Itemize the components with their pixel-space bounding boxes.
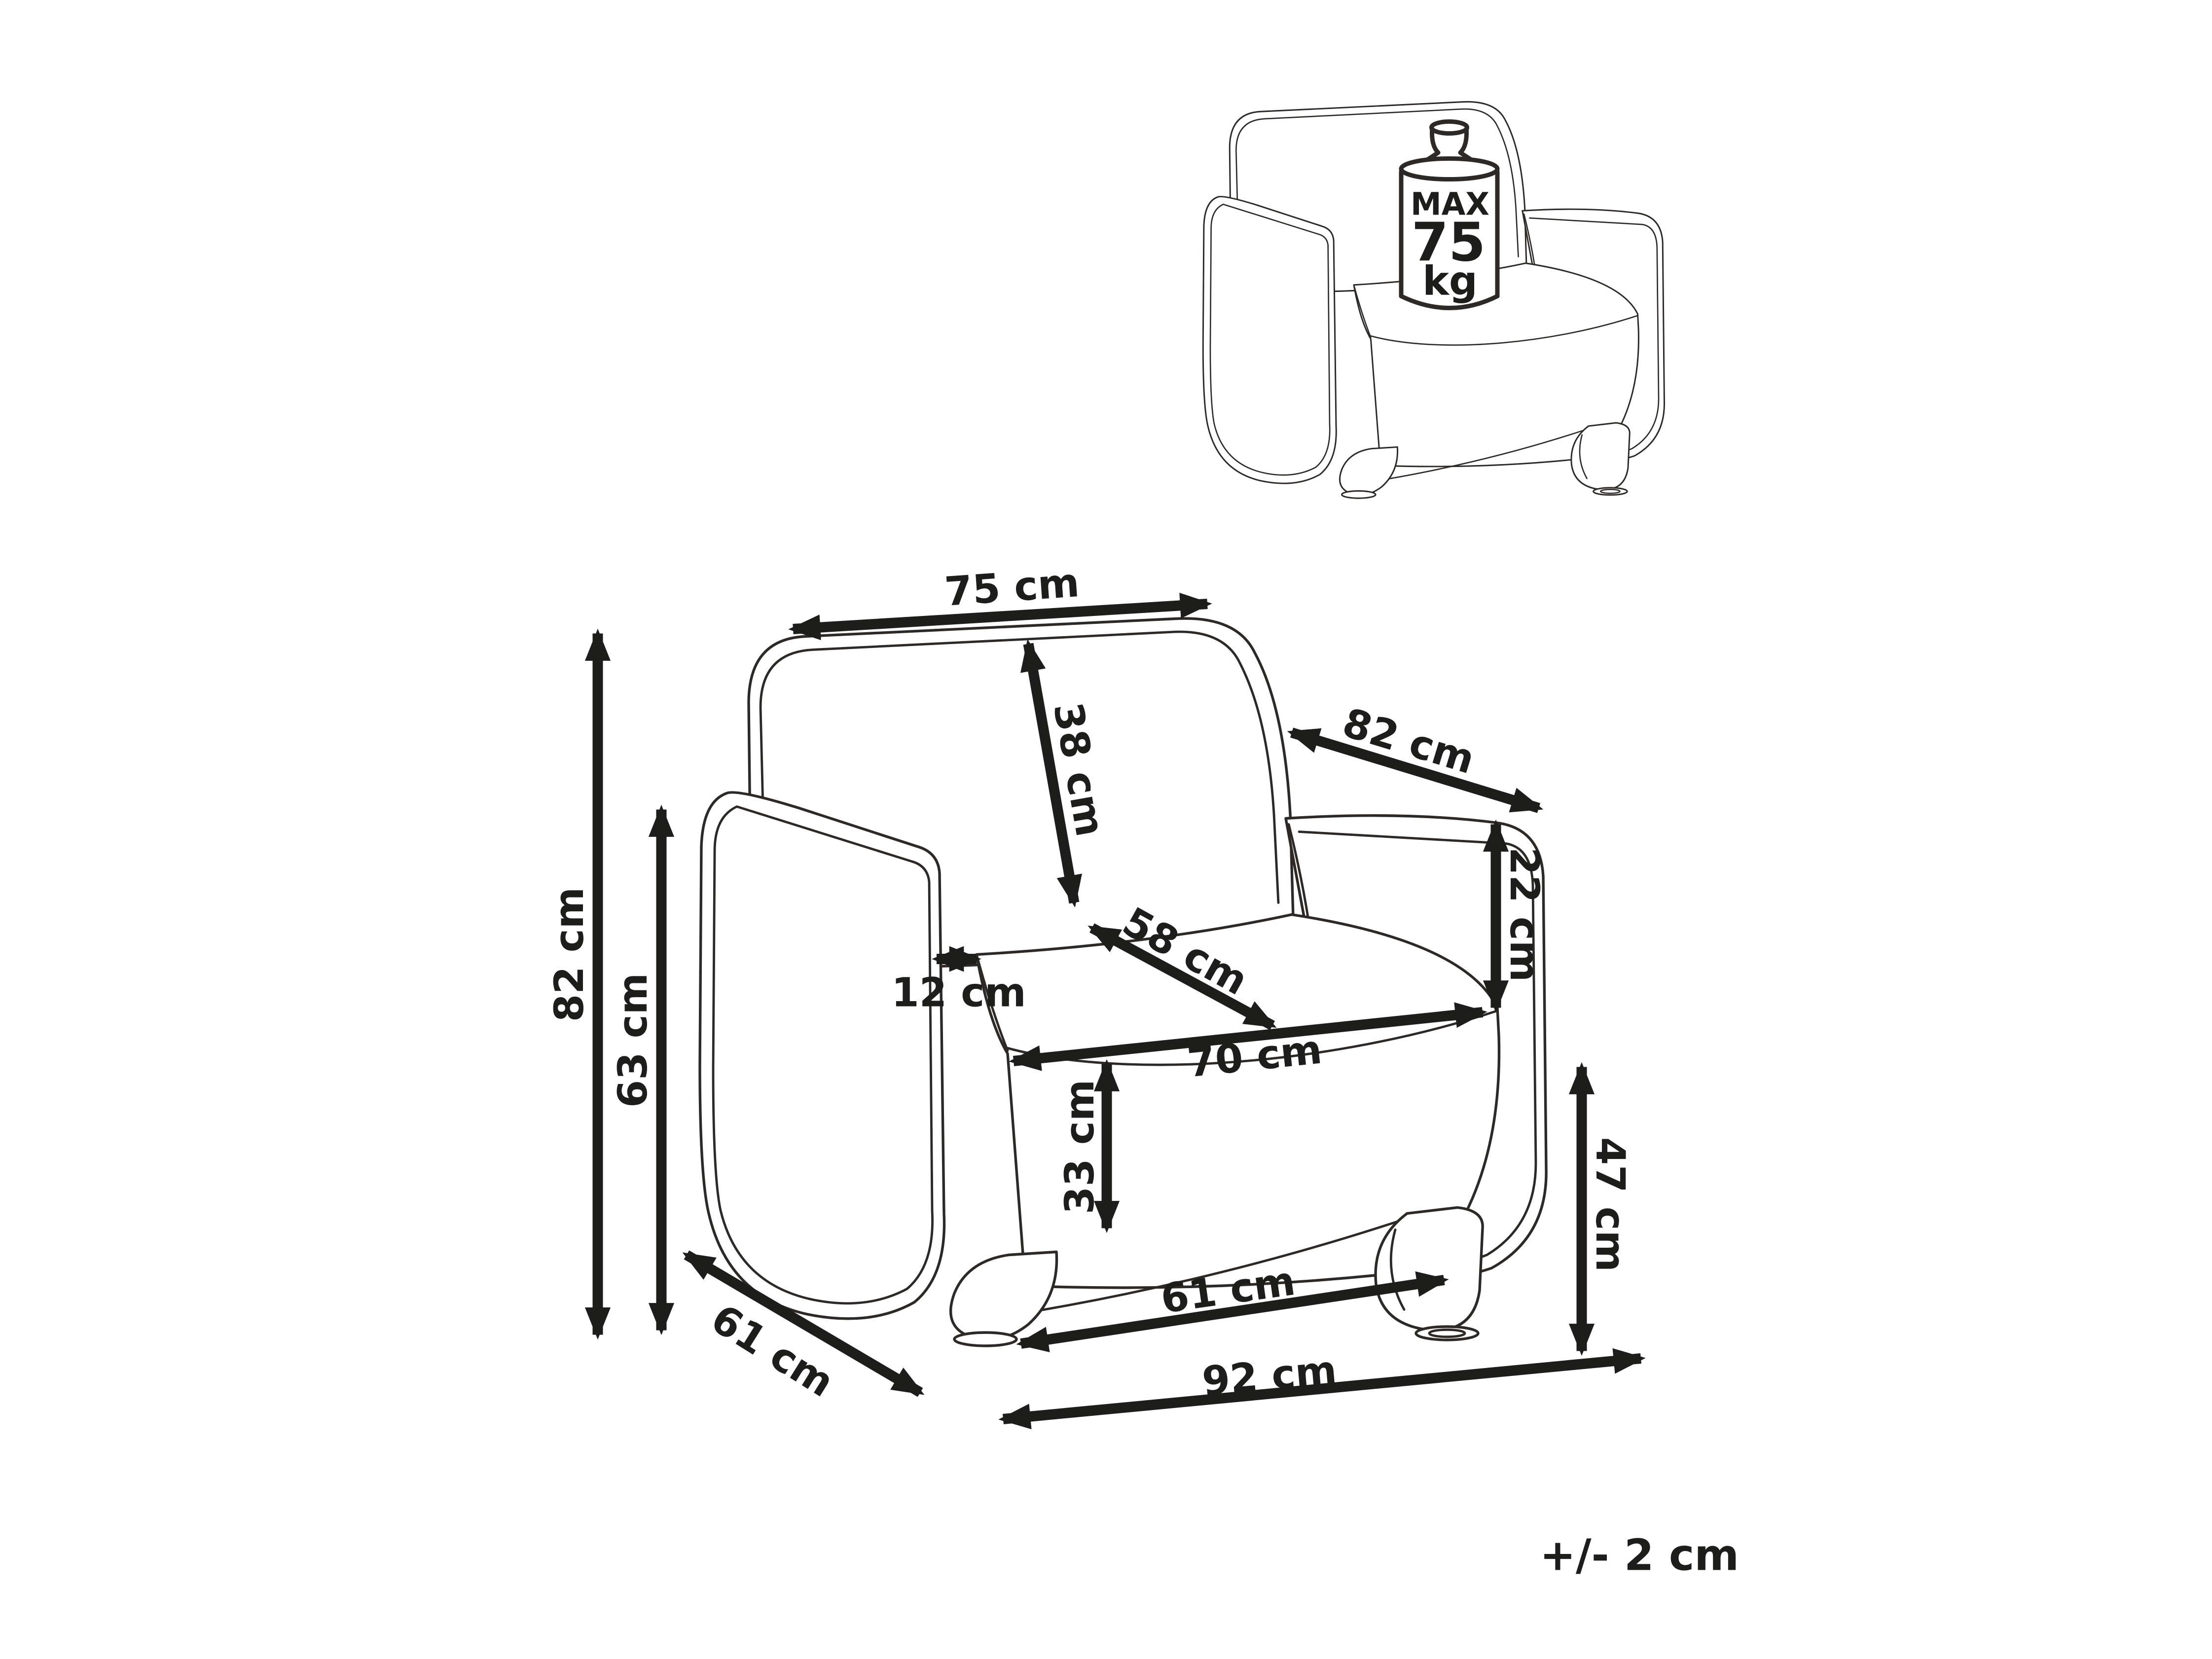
dim-overall-width: 92 cm: [1200, 1347, 1339, 1405]
dim-overall-height: 82 cm: [546, 887, 593, 1022]
tolerance-note: +/- 2 cm: [1540, 1530, 1739, 1581]
dimension-arrows: [584, 592, 1646, 1430]
dim-backrest-width: 75 cm: [943, 560, 1081, 615]
max-load-prefix: MAX: [1411, 186, 1489, 222]
max-load-unit: kg: [1422, 258, 1478, 305]
max-load-value: 75: [1412, 212, 1486, 274]
dim-base-height: 33 cm: [1057, 1080, 1103, 1214]
dim-armrest-height: 63 cm: [610, 973, 656, 1108]
dim-seat-height: 47 cm: [1587, 1137, 1633, 1272]
max-weight-icon: MAX 75 kg: [1399, 119, 1500, 310]
dim-armrest-thickness: 12 cm: [891, 970, 1026, 1016]
dim-armrest-above-seat: 22 cm: [1501, 847, 1547, 982]
